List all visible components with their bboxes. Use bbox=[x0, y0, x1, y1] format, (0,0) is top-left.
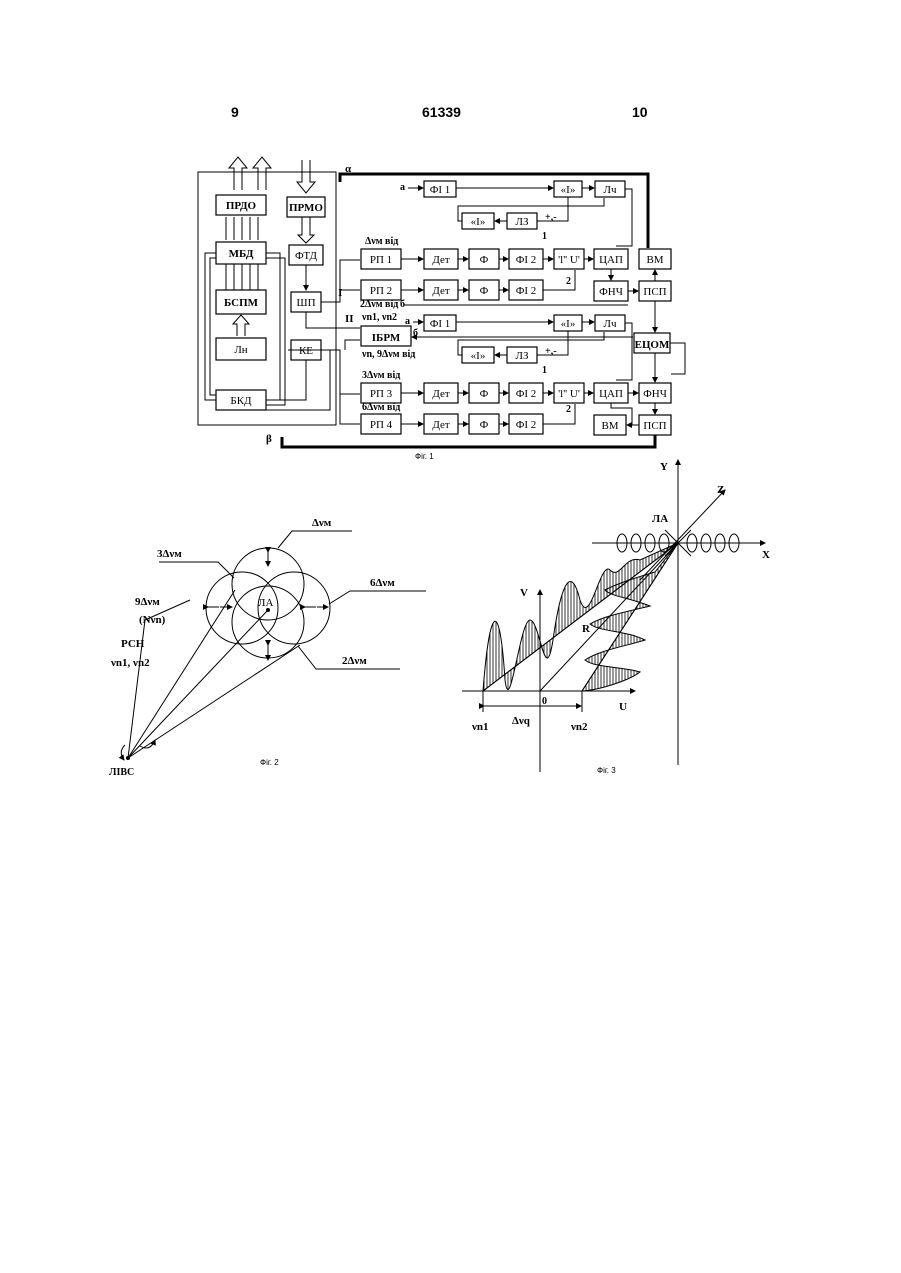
output-arrow-left bbox=[229, 157, 247, 190]
fig3-label-v: V bbox=[520, 587, 528, 599]
fig2-label-2dv: 2Δνм bbox=[342, 655, 367, 667]
block-key-lower-label: 'l'' U' bbox=[558, 388, 580, 400]
block-f-2-label: Ф bbox=[480, 285, 489, 297]
block-fi2-2-label: ФІ 2 bbox=[516, 285, 537, 297]
fig3-label-dvq: Δνq bbox=[512, 715, 531, 727]
label-6dv: 6Δνм від bbox=[362, 402, 400, 413]
block-fi1-upper-label: ФІ 1 bbox=[430, 184, 451, 196]
block-f-1-label: Ф bbox=[480, 254, 489, 266]
input-arrow bbox=[297, 160, 315, 193]
fig2-label-vn: νn1, νn2 bbox=[110, 657, 150, 669]
block-fi1-lower-label: ФІ 1 bbox=[430, 318, 451, 330]
label-vn9: νn, 9Δνм від bbox=[361, 349, 415, 360]
block-int-upper-label: «I» bbox=[561, 184, 576, 196]
block-rp4-label: РП 4 bbox=[370, 419, 393, 431]
block-fi2-3-label: ФІ 2 bbox=[516, 388, 537, 400]
fig3-label-vn2: νn2 bbox=[570, 721, 588, 733]
fig3-label-la: ЛА bbox=[652, 513, 668, 525]
block-rp3-label: РП 3 bbox=[370, 388, 393, 400]
block-prmo-label: ПРМО bbox=[289, 202, 323, 214]
lower-a-label: a bbox=[405, 316, 410, 327]
upper-1-label: 1 bbox=[542, 231, 547, 242]
label-vn: νn1, νn2 bbox=[361, 312, 397, 323]
block-det-3-label: Дет bbox=[432, 388, 450, 400]
block-vm-lower-label: ВМ bbox=[601, 420, 618, 432]
block-ftd-label: ФТД bbox=[295, 250, 317, 262]
figure-2: Δνм 3Δνм 6Δνм 9Δνм (Nνn) РСН νn1, νn2 2Δ… bbox=[109, 517, 426, 778]
block-rp1-label: РП 1 bbox=[370, 254, 392, 266]
block-key-upper-label: 'l'' U' bbox=[558, 254, 580, 266]
fig3-label-z: Z bbox=[717, 484, 724, 496]
fig3-label-x: X bbox=[762, 549, 770, 561]
block-int2-upper-label: «I» bbox=[471, 216, 486, 228]
fig3-label-vn1: νn1 bbox=[471, 721, 489, 733]
figure-1: α β ПРДО ПРМО МБД ФТД БСПМ bbox=[198, 157, 685, 461]
block-f-3-label: Ф bbox=[480, 388, 489, 400]
block-shp-label: ШП bbox=[296, 297, 315, 309]
input-II-label: II bbox=[345, 313, 354, 325]
block-ke-label: КЕ bbox=[299, 345, 313, 357]
fig2-label-livs: ЛІВС bbox=[109, 767, 134, 778]
fig2-caption: Фіг. 2 bbox=[260, 758, 279, 767]
upper-a-label: a bbox=[400, 182, 405, 193]
fig2-label-nvn: (Nνn) bbox=[139, 614, 166, 626]
block-lch-upper-label: Лч bbox=[604, 184, 617, 196]
block-fnch-lower-label: ФНЧ bbox=[643, 388, 667, 400]
upper-2-label: 2 bbox=[566, 276, 571, 287]
block-bspm-label: БСПМ bbox=[224, 297, 259, 309]
block-vm-upper-label: ВМ bbox=[646, 254, 663, 266]
fig1-caption: Фіг. 1 bbox=[415, 452, 434, 461]
block-fnch-upper-label: ФНЧ bbox=[599, 286, 623, 298]
block-lz-upper-label: ЛЗ bbox=[516, 216, 529, 228]
block-prdo-label: ПРДО bbox=[226, 200, 257, 212]
fig2-label-la: ЛА bbox=[258, 597, 273, 609]
lower-1-label: 1 bbox=[542, 365, 547, 376]
block-etsom-label: ЕЦОМ bbox=[635, 339, 670, 351]
block-psp-lower-label: ПСП bbox=[643, 420, 666, 432]
fig3-caption: Фіг. 3 bbox=[597, 766, 616, 775]
fig3-label-zero: 0 bbox=[542, 696, 547, 707]
fig2-label-dv: Δνм bbox=[312, 517, 332, 529]
alpha-label: α bbox=[345, 163, 352, 175]
label-3dv: 3Δνм від bbox=[362, 370, 400, 381]
block-int-lower-label: «I» bbox=[561, 318, 576, 330]
fig2-label-3dv: 3Δνм bbox=[157, 548, 182, 560]
block-f-4-label: Ф bbox=[480, 419, 489, 431]
fig3-label-r: R bbox=[582, 623, 591, 635]
block-int2-lower-label: «I» bbox=[471, 350, 486, 362]
block-ln-label: Лн bbox=[234, 344, 247, 356]
block-rp2-label: РП 2 bbox=[370, 285, 392, 297]
fig3-label-u: U bbox=[619, 701, 627, 713]
lower-2-label: 2 bbox=[566, 404, 571, 415]
wave-vn1 bbox=[483, 543, 678, 691]
block-det-1-label: Дет bbox=[432, 254, 450, 266]
block-fi2-1-label: ФІ 2 bbox=[516, 254, 537, 266]
beta-label: β bbox=[266, 433, 272, 445]
block-mbd-label: МБД bbox=[229, 248, 254, 260]
block-psp-upper-label: ПСП bbox=[643, 286, 666, 298]
label-2dv: 2Δνм від bbox=[360, 299, 398, 310]
fig2-label-6dv: 6Δνм bbox=[370, 577, 395, 589]
block-lz-lower-label: ЛЗ bbox=[516, 350, 529, 362]
block-det-4-label: Дет bbox=[432, 419, 450, 431]
fig2-label-rsn: РСН bbox=[121, 638, 145, 650]
block-tsap-lower-label: ЦАП bbox=[599, 388, 623, 400]
fig3-label-y: Y bbox=[660, 461, 668, 473]
block-tsap-upper-label: ЦАП bbox=[599, 254, 623, 266]
block-ibrm-label: ІБРМ bbox=[372, 332, 401, 344]
fig2-label-9dv: 9Δνм bbox=[135, 596, 160, 608]
output-arrow-right bbox=[253, 157, 271, 190]
figure-3: Y Z X ЛА V U R 0 νn1 νn2 Δνq Фіг. 3 bbox=[462, 460, 770, 775]
block-lch-lower-label: Лч bbox=[604, 318, 617, 330]
block-bkd-label: БКД bbox=[230, 395, 252, 407]
label-dv-rp1: Δνм від bbox=[365, 236, 398, 247]
input-I-label: I bbox=[338, 287, 342, 299]
block-fi2-4-label: ФІ 2 bbox=[516, 419, 537, 431]
block-det-2-label: Дет bbox=[432, 285, 450, 297]
